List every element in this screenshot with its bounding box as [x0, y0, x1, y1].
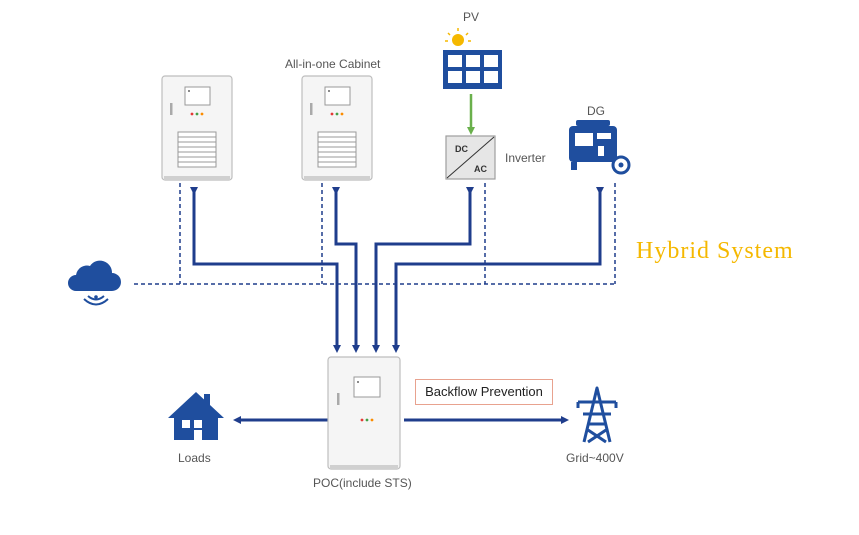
- poc-label: POC(include STS): [313, 476, 412, 490]
- solar-panel-icon: [443, 28, 502, 89]
- battery-cabinet-1: [161, 75, 233, 181]
- cabinet-label: All-in-one Cabinet: [285, 57, 381, 71]
- dg-label: DG: [587, 104, 605, 118]
- power-lines: [190, 187, 604, 424]
- inverter-icon: [445, 135, 496, 180]
- house-icon: [168, 392, 224, 440]
- grid-label: Grid~400V: [566, 451, 624, 465]
- pv-label: PV: [463, 10, 480, 24]
- cloud-icon: [68, 260, 121, 306]
- poc-cabinet: [327, 356, 401, 470]
- diagram-title: Hybrid System: [636, 238, 794, 264]
- ac-label: AC: [474, 164, 487, 174]
- loads-label: Loads: [178, 451, 211, 465]
- battery-cabinet-2: [301, 75, 373, 181]
- power-tower-icon: [576, 386, 618, 444]
- dc-label: DC: [455, 144, 468, 154]
- backflow-prevention-label: Backflow Prevention: [415, 379, 553, 405]
- inverter-label: Inverter: [505, 151, 546, 165]
- generator-icon: [569, 120, 631, 175]
